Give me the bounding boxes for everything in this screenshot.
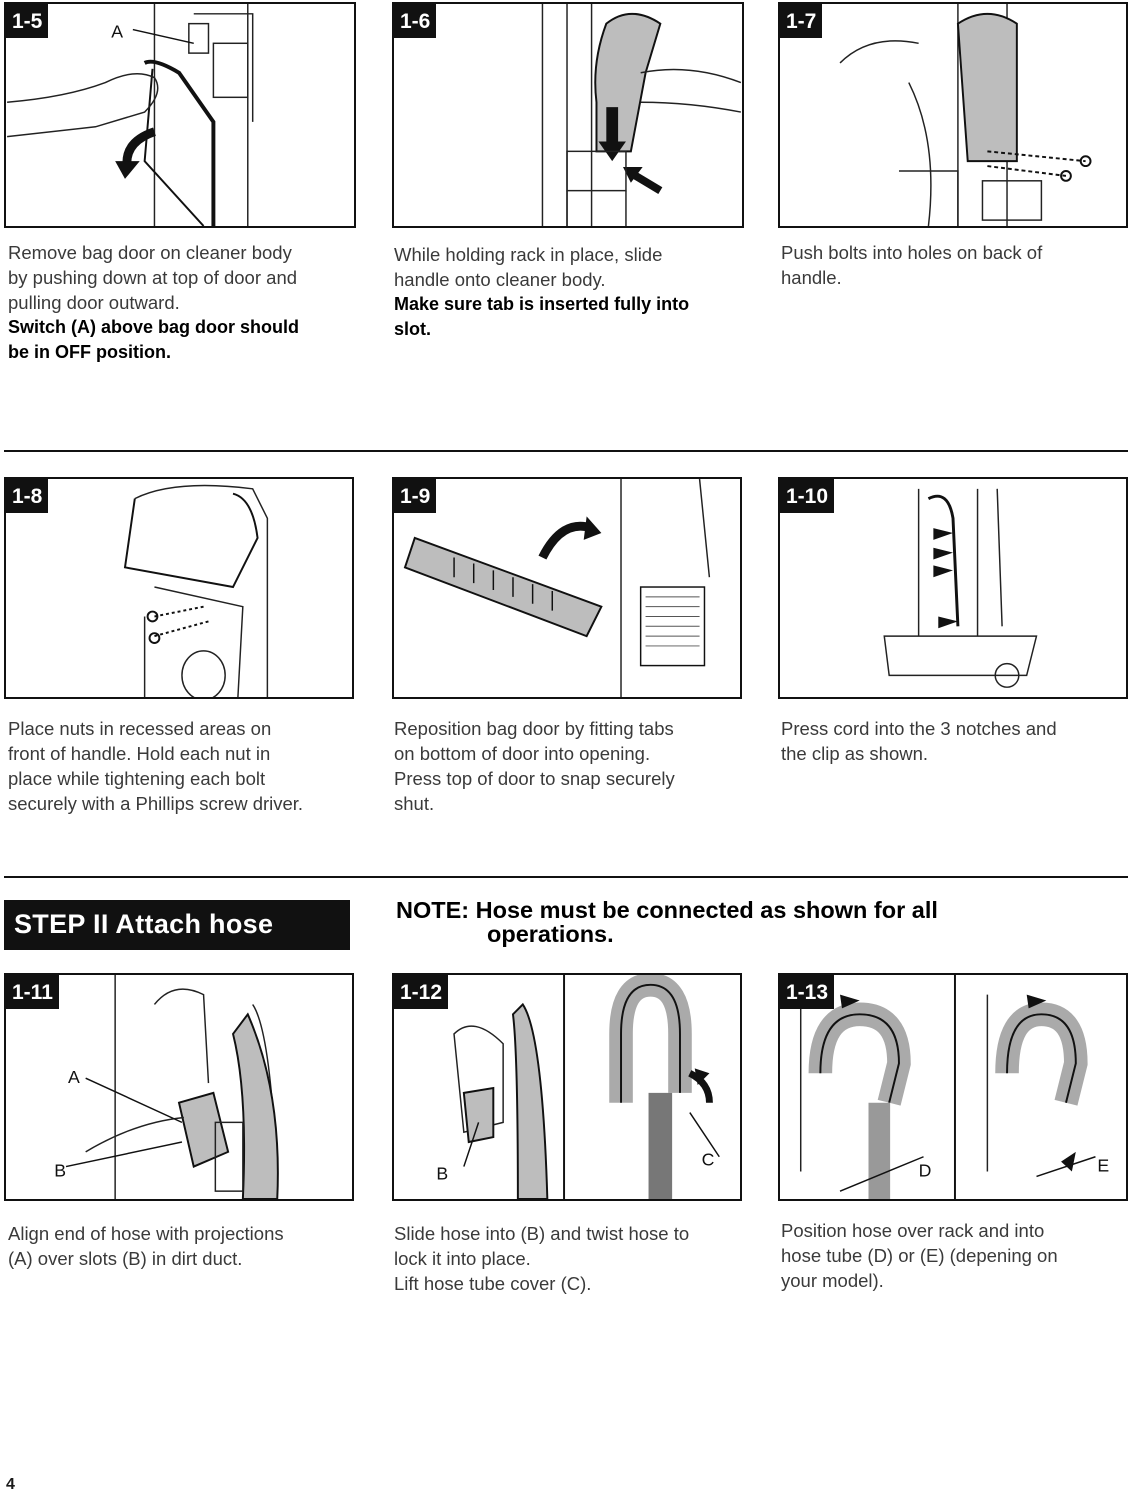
caption-1-12: Slide hose into (B) and twist hose to lo… — [394, 1221, 744, 1296]
figure-1-11: 1-11 A B — [4, 973, 354, 1201]
text-line: Align end of hose with projections — [8, 1223, 284, 1244]
page-number: 4 — [6, 1476, 15, 1493]
note-line: slot. — [394, 319, 432, 339]
caption-1-13: Position hose over rack and into hose tu… — [781, 1218, 1131, 1293]
text-line: (A) over slots (B) in dirt duct. — [8, 1248, 243, 1269]
section-divider — [4, 876, 1128, 878]
caption-1-9: Reposition bag door by fitting tabs on b… — [394, 716, 744, 816]
caption-1-7: Push bolts into holes on back of handle. — [781, 240, 1131, 290]
callout-a: A — [111, 21, 123, 41]
step-badge: 1-7 — [780, 4, 823, 38]
text-line: Slide hose into (B) and twist hose to — [394, 1223, 690, 1244]
text-line: on bottom of door into opening. — [394, 743, 651, 764]
note-heading: NOTE: Hose must be connected as shown fo… — [396, 898, 1096, 946]
note-line: Switch (A) above bag door should — [8, 317, 300, 337]
note-line: be in OFF position. — [8, 342, 171, 362]
text-line: the clip as shown. — [781, 743, 929, 764]
callout-b: B — [436, 1163, 448, 1183]
text-line: Remove bag door on cleaner body — [8, 242, 292, 263]
illustration-press-cord — [883, 488, 1038, 688]
section-divider — [4, 450, 1128, 452]
step-badge: 1-11 — [6, 975, 59, 1009]
step-badge: 1-6 — [394, 4, 437, 38]
figure-1-8: 1-8 — [4, 477, 354, 699]
text-line: Lift hose tube cover (C). — [394, 1273, 592, 1294]
callout-e: E — [1097, 1155, 1109, 1175]
illustration-place-nuts — [123, 484, 269, 697]
callout-a: A — [68, 1067, 80, 1087]
caption-1-8: Place nuts in recessed areas on front of… — [8, 716, 358, 816]
text-line: securely with a Phillips screw driver. — [8, 793, 304, 814]
text-line: Position hose over rack and into — [781, 1220, 1045, 1241]
illustration-slide-handle — [541, 4, 742, 226]
figure-1-13: 1-13 D E — [778, 973, 1128, 1201]
callout-c: C — [702, 1150, 715, 1170]
step-banner: STEP II Attach hose — [4, 900, 350, 950]
figure-1-12: 1-12 B C — [392, 973, 742, 1201]
figure-1-6: 1-6 — [392, 2, 744, 228]
note-line-2: operations. — [487, 921, 614, 947]
step-badge: 1-12 — [394, 975, 449, 1009]
text-line: Place nuts in recessed areas on — [8, 718, 272, 739]
step-badge: 1-8 — [6, 479, 49, 513]
text-line: front of handle. Hold each nut in — [8, 743, 271, 764]
figure-1-9: 1-9 — [392, 477, 742, 699]
text-line: While holding rack in place, slide — [394, 244, 663, 265]
text-line: shut. — [394, 793, 435, 814]
text-line: Press cord into the 3 notches and — [781, 718, 1057, 739]
illustration-align-hose: A B — [54, 975, 279, 1199]
caption-1-5: Remove bag door on cleaner body by pushi… — [8, 240, 358, 365]
step-badge: 1-5 — [6, 4, 49, 38]
text-line: lock it into place. — [394, 1248, 531, 1269]
text-line: handle onto cleaner body. — [394, 269, 606, 290]
caption-1-6: While holding rack in place, slide handl… — [394, 242, 744, 342]
illustration-slide-hose: B C — [436, 975, 720, 1199]
figure-1-10: 1-10 — [778, 477, 1128, 699]
text-line: handle. — [781, 267, 842, 288]
callout-b: B — [54, 1160, 66, 1180]
illustration-position-hose: D E — [799, 975, 1109, 1199]
callout-d: D — [919, 1160, 932, 1180]
caption-1-11: Align end of hose with projections (A) o… — [8, 1221, 358, 1271]
step-badge: 1-10 — [780, 479, 835, 513]
figure-1-5: 1-5 A — [4, 2, 356, 228]
text-line: Push bolts into holes on back of — [781, 242, 1043, 263]
step-badge: 1-9 — [394, 479, 437, 513]
step-badge: 1-13 — [780, 975, 835, 1009]
text-line: by pushing down at top of door and — [8, 267, 298, 288]
text-line: hose tube (D) or (E) (depening on — [781, 1245, 1058, 1266]
text-line: Reposition bag door by fitting tabs — [394, 718, 674, 739]
text-line: your model). — [781, 1270, 884, 1291]
figure-1-7: 1-7 — [778, 2, 1128, 228]
text-line: Press top of door to snap securely — [394, 768, 675, 789]
illustration-reposition-door — [403, 479, 711, 697]
note-line-1: NOTE: Hose must be connected as shown fo… — [396, 897, 938, 923]
illustration-remove-bag-door: A — [7, 4, 254, 226]
text-line: pulling door outward. — [8, 292, 180, 313]
caption-1-10: Press cord into the 3 notches and the cl… — [781, 716, 1131, 766]
note-line: Make sure tab is inserted fully into — [394, 294, 690, 314]
illustration-push-bolts — [839, 4, 1092, 226]
text-line: place while tightening each bolt — [8, 768, 266, 789]
